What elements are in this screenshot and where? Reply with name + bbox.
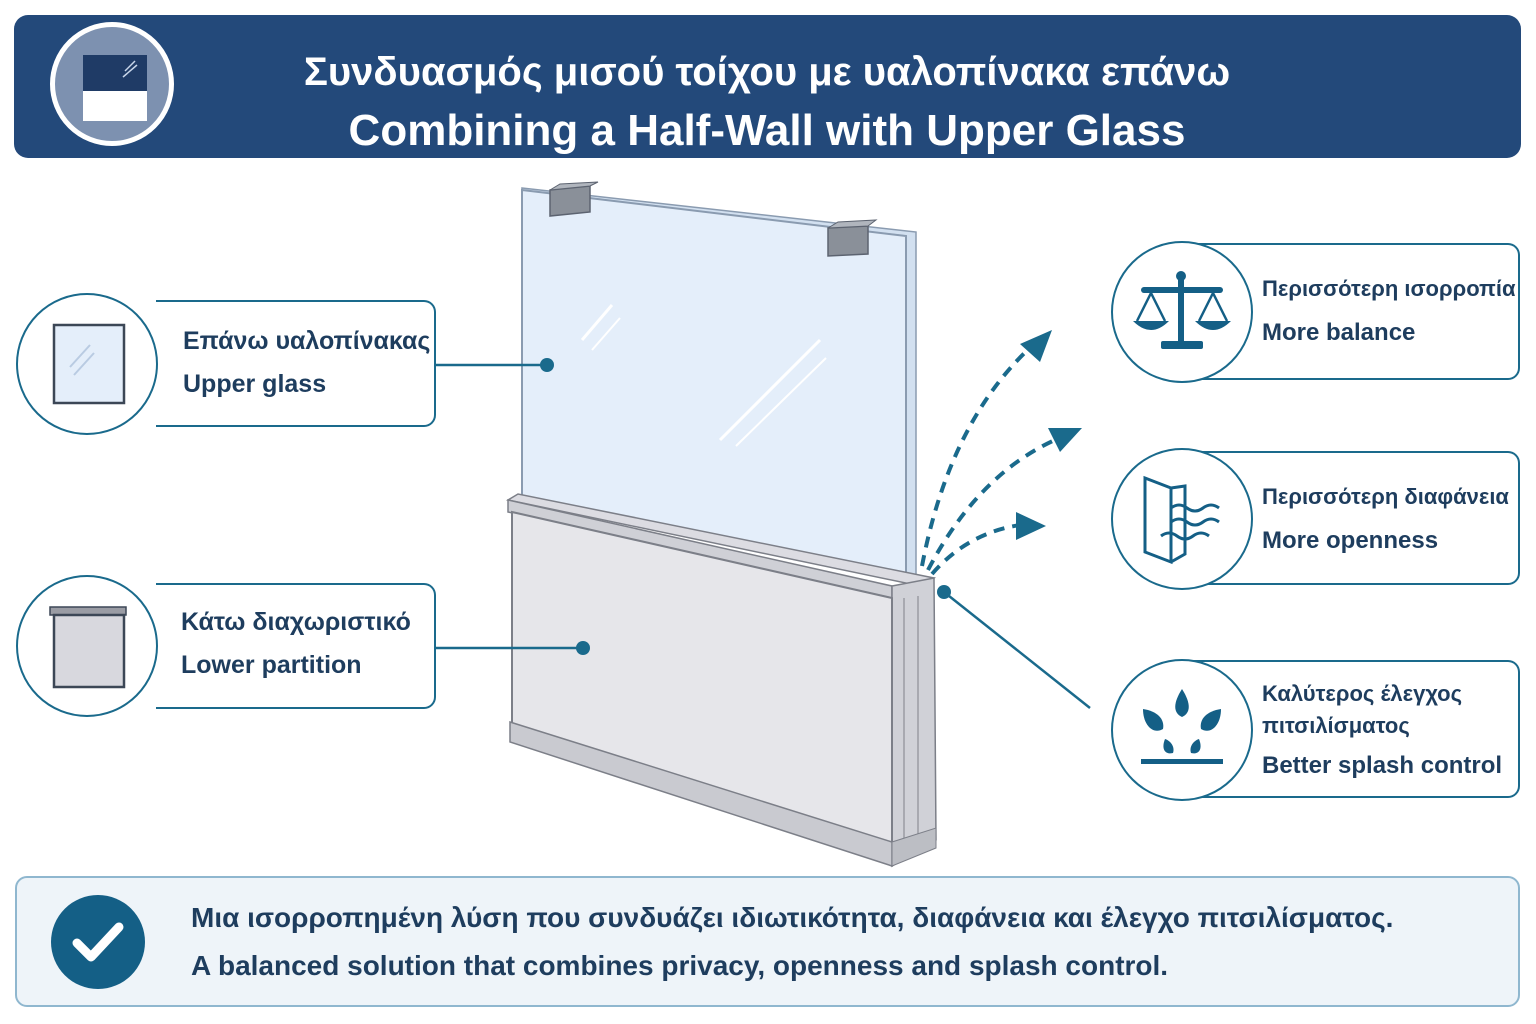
arrowhead <box>1016 512 1046 540</box>
wall-end <box>891 577 937 868</box>
glass-reflection <box>580 304 614 341</box>
upper-glass-label-en: Upper glass <box>183 370 327 398</box>
upper-glass-card <box>156 300 436 427</box>
benefit-splash-el-2: πιτσιλίσματος <box>1262 713 1410 738</box>
checkmark-icon <box>51 895 145 989</box>
balance-scale-icon <box>1111 241 1253 383</box>
benefit-balance-el: Περισσότερη ισορροπία <box>1262 276 1516 301</box>
benefit-splash-el-1: Καλύτερος έλεγχος <box>1262 681 1463 706</box>
summary-footer: Μια ισορροπημένη λύση που συνδυάζει ιδιω… <box>15 876 1520 1007</box>
splash-connector <box>943 591 1091 709</box>
glass-clip <box>549 181 599 217</box>
title-greek: Συνδυασμός μισού τοίχου με υαλοπίνακα επ… <box>303 50 1231 94</box>
glass-over-wall-icon <box>50 22 174 146</box>
footer-text-el: Μια ισορροπημένη λύση που συνδυάζει ιδιω… <box>191 902 1394 933</box>
airflow-arrows <box>920 342 1065 576</box>
header-banner: Συνδυασμός μισού τοίχου με υαλοπίνακα επ… <box>14 15 1521 158</box>
open-door-icon <box>1111 448 1253 590</box>
lower-partition-card <box>156 583 436 709</box>
upper-glass-label-el: Επάνω υαλοπίνακας <box>183 327 431 355</box>
glass-panel-icon <box>16 293 158 435</box>
arrowhead <box>1048 428 1082 452</box>
lower-partition-label-en: Lower partition <box>181 651 362 679</box>
footer-text-en: A balanced solution that combines privac… <box>191 950 1169 981</box>
arrowhead <box>1020 330 1052 362</box>
partition-block-icon <box>16 575 158 717</box>
benefit-splash-en: Better splash control <box>1262 752 1503 779</box>
lower-partition-label-el: Κάτω διαχωριστικό <box>181 608 411 636</box>
glass-reflection <box>718 338 822 442</box>
benefit-openness-en: More openness <box>1262 527 1439 554</box>
glass-reflection <box>591 317 621 351</box>
glass-clip <box>827 219 878 257</box>
benefit-openness-el: Περισσότερη διαφάνεια <box>1262 484 1509 509</box>
title-english: Combining a Half-Wall with Upper Glass <box>348 106 1186 155</box>
glass-reflection <box>735 357 827 447</box>
splash-drops-icon <box>1111 659 1253 801</box>
benefit-balance-en: More balance <box>1262 319 1416 346</box>
